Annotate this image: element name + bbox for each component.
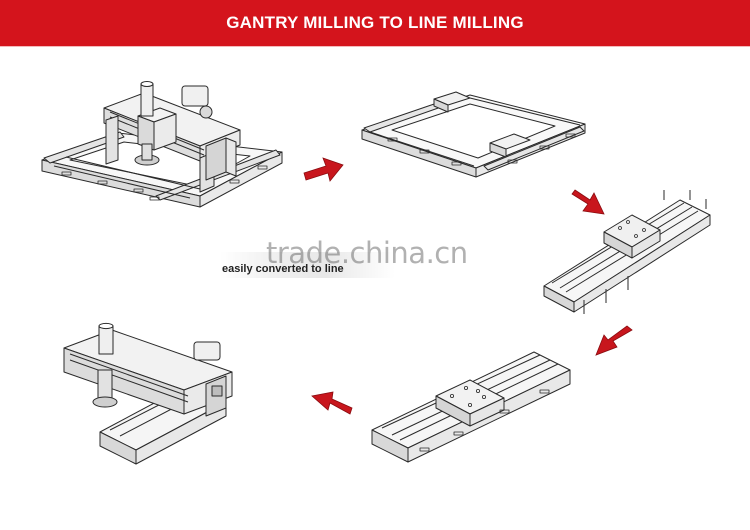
line-milling-rail-illustration (371, 351, 571, 463)
gantry-milling-machine-illustration (41, 81, 283, 208)
arrow-4-left-icon (311, 391, 353, 415)
page-title: GANTRY MILLING TO LINE MILLING (0, 0, 750, 46)
watermark-text: trade.china.cn (266, 236, 468, 270)
arrow-1-right-icon (303, 157, 344, 182)
rotated-axis-illustration (543, 190, 711, 314)
arrow-2-down-right-icon (571, 189, 605, 215)
line-milling-machine-illustration (63, 322, 233, 465)
arrow-3-down-left-icon (595, 325, 633, 356)
title-divider (0, 46, 750, 47)
conversion-caption: easily converted to line (220, 252, 395, 278)
gantry-frame-illustration (361, 91, 586, 178)
flow-arrows (303, 157, 633, 415)
